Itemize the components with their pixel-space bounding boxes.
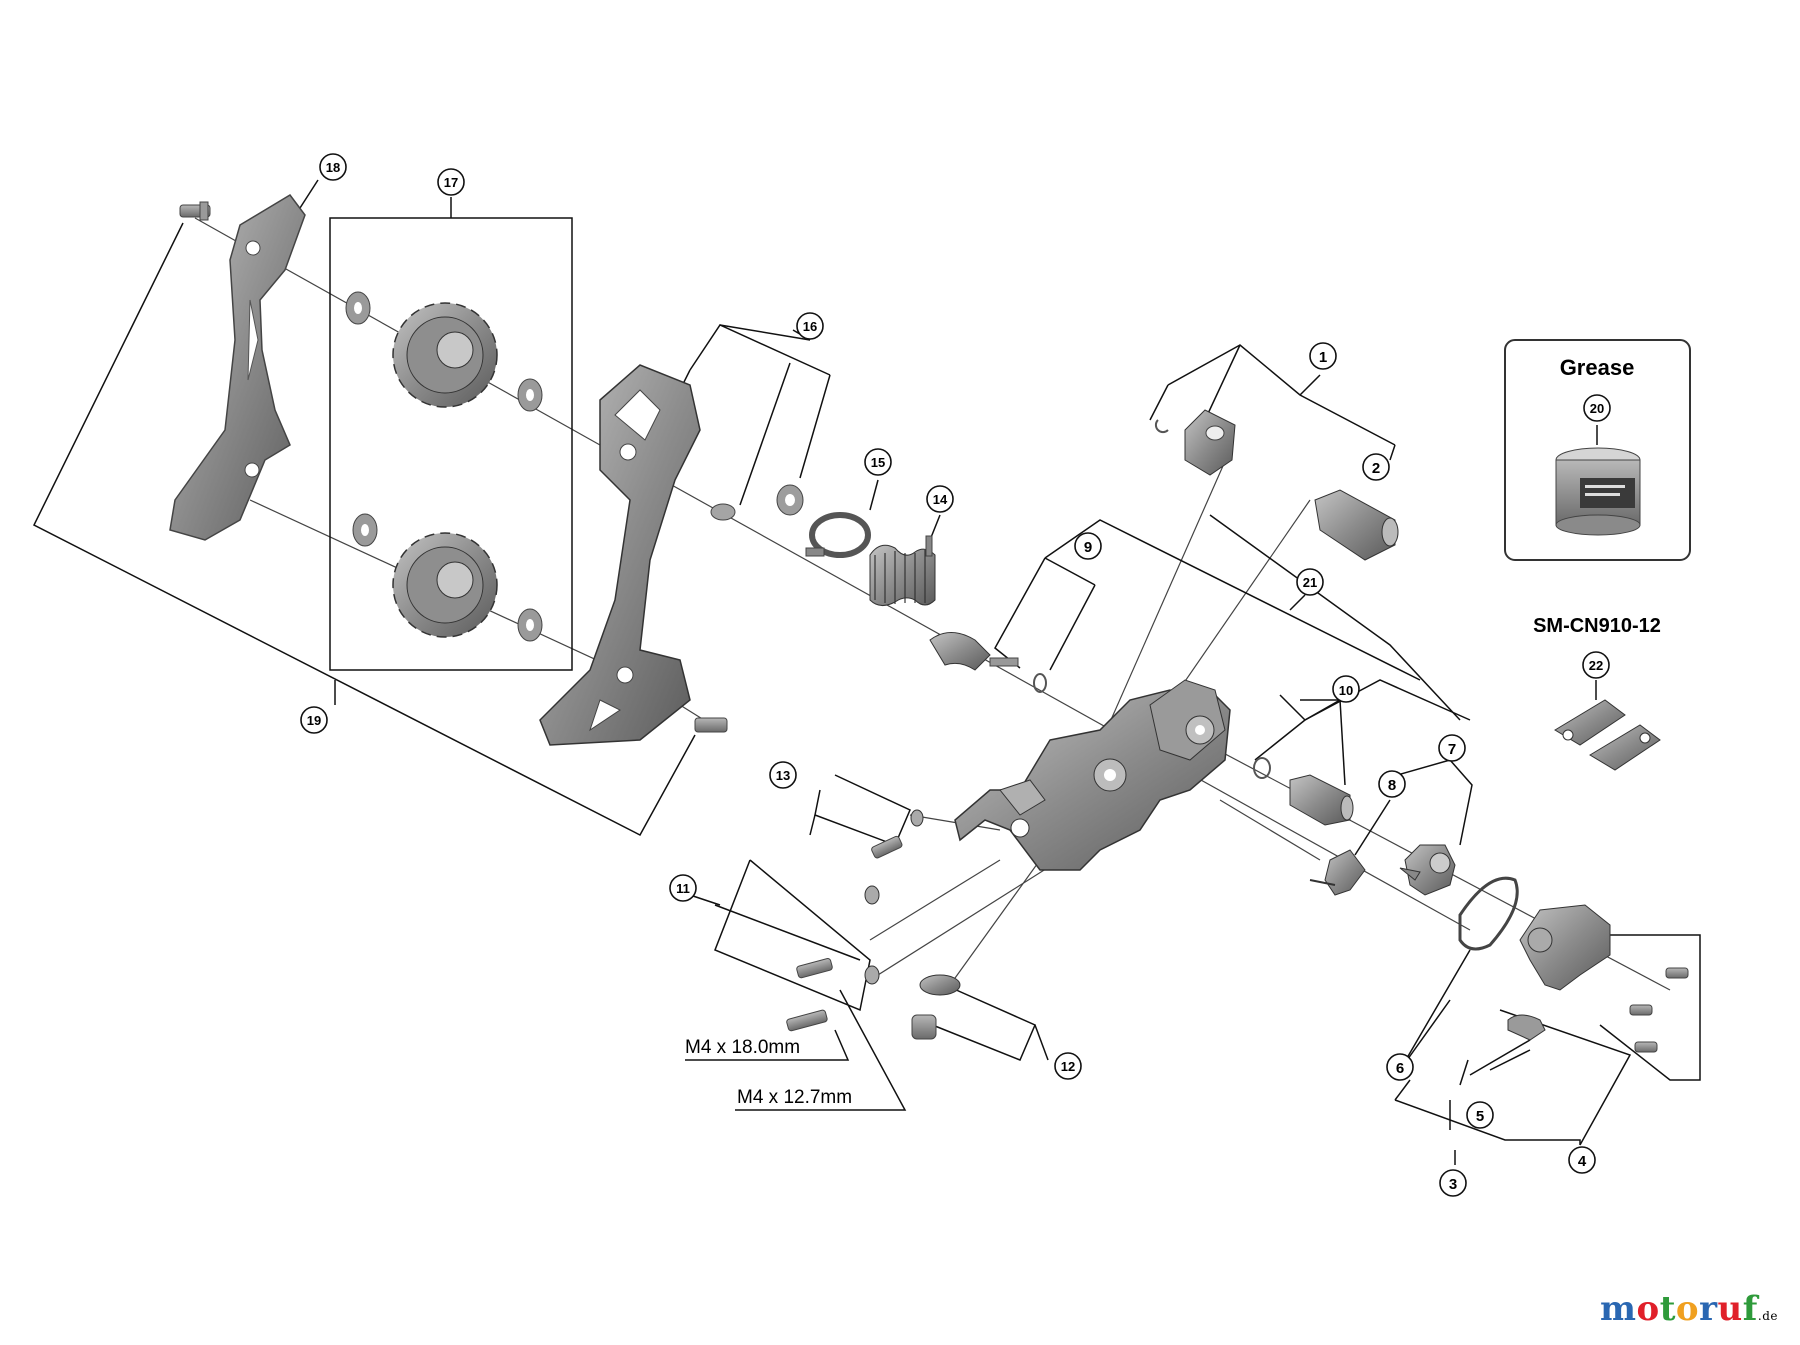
grease-jar-icon	[1555, 447, 1641, 536]
svg-text:3: 3	[1449, 1176, 1457, 1193]
lower-pulley-wheel	[392, 532, 498, 638]
svg-text:22: 22	[1589, 658, 1603, 673]
clutch-unit-part	[1399, 844, 1456, 896]
svg-text:8: 8	[1388, 777, 1396, 794]
b-link-bushing-part	[1154, 409, 1236, 476]
svg-text:13: 13	[776, 768, 790, 783]
main-body-part	[954, 679, 1231, 871]
svg-text:4: 4	[1578, 1153, 1587, 1170]
callout-19: 19	[300, 706, 328, 734]
svg-text:20: 20	[1590, 401, 1604, 416]
grease-label: Grease	[1560, 355, 1635, 380]
seal-ring-part	[1458, 876, 1519, 951]
callout-10: 10	[1332, 675, 1360, 703]
watermark-letter: o	[1675, 1289, 1700, 1329]
watermark-letter: t	[1659, 1289, 1676, 1329]
callout-6: 6	[1386, 1053, 1414, 1081]
svg-text:12: 12	[1061, 1059, 1075, 1074]
tension-spring-part	[869, 535, 936, 606]
svg-text:17: 17	[444, 175, 458, 190]
callout-9: 9	[1074, 532, 1102, 560]
callout-20: 20	[1583, 394, 1611, 422]
pivot-bolt-part	[179, 201, 211, 221]
callout-2: 2	[1362, 453, 1390, 481]
p-axle-part	[1253, 757, 1354, 826]
svg-text:7: 7	[1448, 741, 1456, 758]
bolt-length-label-short: M4 x 12.7mm	[737, 1087, 852, 1108]
callout-12: 12	[1054, 1052, 1082, 1080]
svg-text:19: 19	[307, 713, 321, 728]
callout-17: 17	[437, 168, 465, 196]
svg-text:18: 18	[326, 160, 340, 175]
callout-14: 14	[926, 485, 954, 513]
callout-3: 3	[1439, 1169, 1467, 1197]
callout-13: 13	[769, 761, 797, 789]
stroke-bolt-part	[871, 809, 924, 859]
watermark-suffix: .de	[1757, 1309, 1778, 1323]
callout-15: 15	[864, 448, 892, 476]
plate-bolt-part	[694, 717, 728, 733]
bolt-length-label-long: M4 x 18.0mm	[685, 1037, 800, 1058]
stopper-lever-part	[1309, 849, 1366, 896]
callout-7: 7	[1438, 734, 1466, 762]
callout-8: 8	[1378, 770, 1406, 798]
grease-box: Grease	[1504, 339, 1691, 561]
bracket-lines	[33, 179, 1701, 1165]
watermark-letter: r	[1699, 1289, 1718, 1329]
svg-text:10: 10	[1339, 683, 1353, 698]
callout-4: 4	[1568, 1146, 1596, 1174]
cable-adjust-part	[929, 632, 1047, 693]
svg-text:15: 15	[871, 455, 885, 470]
cover-screws-part	[1629, 967, 1689, 1053]
watermark-letter: o	[1636, 1289, 1660, 1329]
stabilizer-cover-part	[1507, 904, 1611, 1041]
svg-text:14: 14	[933, 492, 948, 507]
upper-pulley-wheel	[392, 302, 498, 408]
svg-text:11: 11	[676, 881, 690, 896]
watermark-letters: motoruf	[1600, 1289, 1758, 1329]
b-axle-part	[1314, 489, 1399, 561]
small-bush-part	[710, 484, 804, 521]
watermark-letter: f	[1742, 1289, 1758, 1329]
watermark-letter: u	[1717, 1289, 1743, 1329]
svg-text:1: 1	[1319, 349, 1327, 366]
svg-text:9: 9	[1084, 539, 1092, 556]
chain-model-label: SM-CN910-12	[1533, 615, 1661, 637]
callout-11: 11	[669, 874, 697, 902]
inner-plate-part	[169, 194, 306, 541]
callout-5: 5	[1466, 1101, 1494, 1129]
pulley-assembly	[345, 291, 543, 642]
svg-text:2: 2	[1372, 460, 1380, 477]
callout-18: 18	[319, 153, 347, 181]
svg-text:5: 5	[1476, 1108, 1484, 1125]
svg-text:16: 16	[803, 319, 817, 334]
quick-link-part	[1554, 699, 1661, 771]
callout-16: 16	[796, 312, 824, 340]
snap-ring-part	[805, 512, 871, 558]
bracket-bolts-part	[786, 885, 880, 1032]
callout-22: 22	[1582, 651, 1610, 679]
callout-1: 1	[1309, 342, 1337, 370]
svg-text:6: 6	[1396, 1060, 1404, 1077]
svg-text:21: 21	[1303, 575, 1317, 590]
outer-plate-part	[539, 364, 701, 746]
watermark-letter: m	[1600, 1289, 1637, 1329]
end-cap-part	[911, 974, 961, 1040]
watermark-logo: motoruf.de	[1600, 1289, 1778, 1329]
callout-21: 21	[1296, 568, 1324, 596]
